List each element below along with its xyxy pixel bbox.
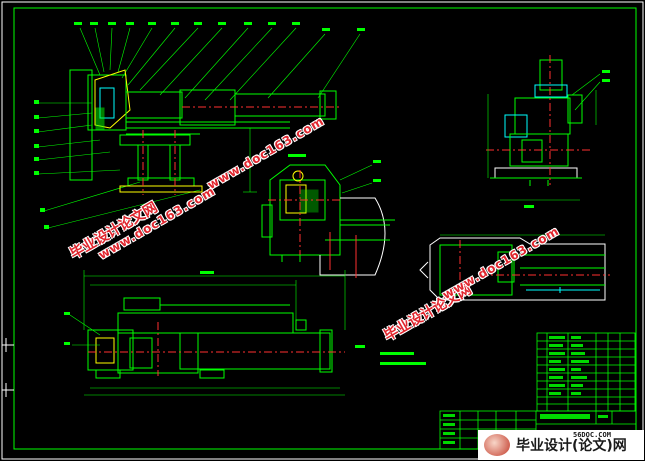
- brand-name: 毕业设计(论文)网: [516, 438, 627, 454]
- view-end-elevation: [486, 55, 610, 208]
- view-section-detail: [261, 154, 395, 278]
- brand-logo-icon: [484, 434, 510, 456]
- brand-site: 56DOC.COM: [573, 431, 611, 439]
- parts-list-table: [536, 332, 636, 412]
- title-block-cell-text: [443, 414, 608, 444]
- brand-badge: 56DOC.COM 毕业设计(论文)网: [478, 430, 644, 460]
- view-side-assembly: [34, 22, 365, 229]
- drawing-frame-inner: [13, 7, 637, 450]
- view-partial-plan: [419, 234, 610, 302]
- technical-notes: [355, 345, 426, 365]
- parts-list-cell-text: [549, 336, 589, 395]
- view-top-plan: [64, 270, 346, 396]
- frame-tick-marks: [2, 338, 14, 397]
